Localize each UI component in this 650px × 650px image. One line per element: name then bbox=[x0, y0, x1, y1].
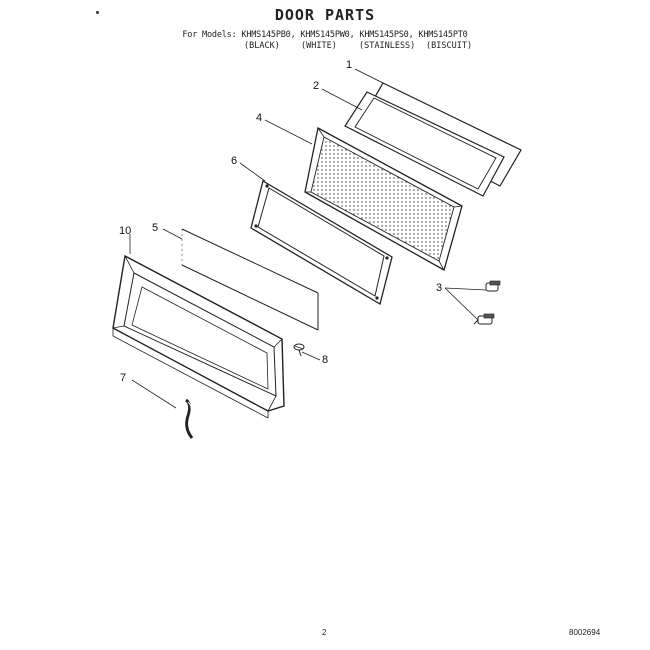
part-8-screw bbox=[293, 343, 305, 357]
corner-mark bbox=[96, 11, 99, 14]
callout-7: 7 bbox=[120, 372, 126, 384]
part-7-door-handle bbox=[185, 398, 195, 439]
callout-leaders bbox=[129, 68, 487, 409]
part-4-inner-screen bbox=[304, 127, 463, 271]
callout-6: 6 bbox=[231, 155, 237, 167]
callout-5: 5 bbox=[152, 222, 158, 234]
drawing-code: 8002694 bbox=[569, 628, 601, 637]
variant-label: (STAINLESS) bbox=[359, 41, 416, 51]
callout-3: 3 bbox=[436, 282, 442, 294]
page-title: DOOR PARTS bbox=[274, 6, 376, 24]
callout-10: 10 bbox=[119, 225, 131, 237]
part-6-choke-frame bbox=[250, 180, 393, 305]
part-5-film-sheet bbox=[181, 228, 319, 331]
variant-label: (WHITE) bbox=[301, 41, 337, 51]
callout-2: 2 bbox=[313, 80, 319, 92]
part-2-seal-frame bbox=[344, 91, 505, 197]
part-10-door-frame bbox=[112, 254, 285, 419]
callout-1: 1 bbox=[346, 59, 352, 71]
part-3-latch-hooks bbox=[473, 280, 501, 325]
variant-label: (BLACK) bbox=[244, 41, 280, 51]
callout-8: 8 bbox=[322, 354, 328, 366]
model-list: For Models: KHMS145PB0, KHMS145PW0, KHMS… bbox=[182, 30, 468, 40]
page-number: 2 bbox=[322, 628, 327, 637]
variant-label: (BISCUIT) bbox=[426, 41, 473, 51]
callout-4: 4 bbox=[256, 112, 262, 124]
